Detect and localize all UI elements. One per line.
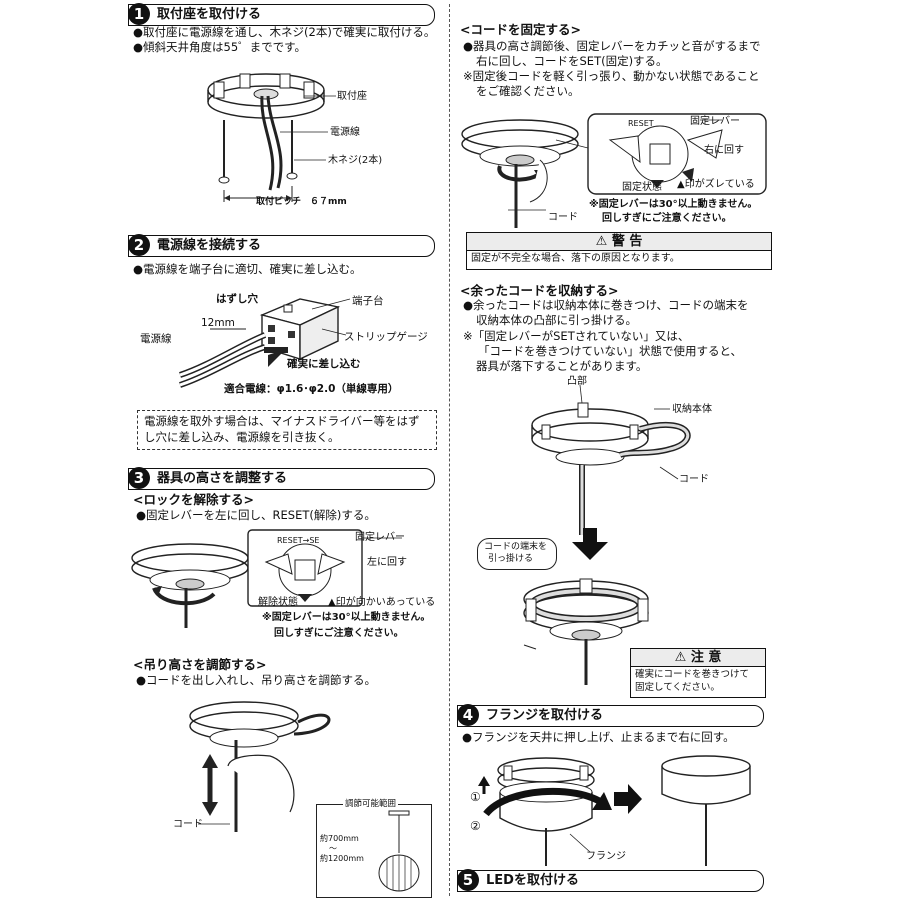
hook-callout-2: 引っ掛ける	[488, 554, 534, 564]
label-convex: 凸部	[567, 376, 587, 387]
label-marks-off: ▲印がズレている	[677, 179, 755, 190]
label-fix-lever: 固定レバー	[690, 116, 740, 127]
warning-title: ⚠ 警 告	[467, 233, 771, 251]
step1-line-2: ●傾斜天井角度は55゜までです。	[133, 40, 307, 54]
fix-cord-line-3: ※固定後コードを軽く引っ張り、動かない状態であること	[463, 69, 760, 83]
label-unlock-lever: 固定レバー	[355, 532, 405, 543]
note-line-1: 電源線を取外す場合は、マイナスドライバー等をはず	[144, 414, 420, 428]
store-line-4: 「コードを巻きつけていない」状態で使用すると、	[478, 344, 743, 358]
fix-cord-heading: <コードを固定する>	[460, 22, 581, 37]
step-number-badge: 3	[128, 467, 150, 489]
range-max: 約1200mm	[320, 854, 364, 863]
label-pitch: 取付ピッチ ６７mm	[256, 197, 347, 207]
base-mount-illustration	[207, 73, 336, 202]
store-line-5: 器具が落下することがあります。	[476, 359, 648, 373]
unlock-illustration	[131, 529, 402, 628]
label-released: 解除状態	[258, 597, 298, 608]
fix-cord-line-2: 右に回し、コードをSET(固定)する。	[476, 54, 668, 68]
step-title: 電源線を接続する	[157, 238, 262, 253]
label-base: 取付座	[337, 91, 367, 102]
caution-line-1: 確実にコードを巻きつけて	[635, 669, 750, 680]
fix-note-2: 回しすぎにご注意ください。	[602, 213, 732, 224]
fix-reset-text: RESET	[628, 119, 654, 128]
label-store-cord: コード	[679, 474, 709, 485]
warning-text: 固定が不完全な場合、落下の原因となります。	[471, 253, 680, 264]
label-wire-spec: 適合電線：φ1.6･φ2.0（単線専用）	[224, 383, 399, 395]
fix-note-1: ※固定レバーは30°以上動きません。	[589, 199, 758, 210]
label-terminal: 端子台	[352, 295, 384, 307]
remove-wire-note: 電源線を取外す場合は、マイナスドライバー等をはず し穴に差し込み、電源線を引き抜…	[137, 410, 437, 450]
label-strip-gauge: ストリップゲージ	[344, 331, 428, 343]
label-marks-face: ▲印が向かいあっている	[328, 597, 436, 608]
label-wire: 電源線	[330, 127, 360, 138]
unlock-note-1: ※固定レバーは30°以上動きません。	[262, 612, 431, 623]
caution-box: ⚠ 注 意 確実にコードを巻きつけて 固定してください。	[630, 648, 766, 698]
label-fix-cord: コード	[548, 212, 578, 223]
store-line-1: ●余ったコードは収納本体に巻きつけ、コードの端末を	[463, 298, 749, 312]
hook-callout: コードの端末を 引っ掛ける	[477, 538, 557, 570]
unlock-heading: <ロックを解除する>	[133, 492, 254, 507]
range-tilde: ～	[329, 844, 337, 853]
step-number-badge: 4	[457, 704, 479, 726]
step4-header: 4 フランジを取付ける	[457, 704, 764, 727]
step-title: 取付座を取付ける	[157, 7, 262, 22]
note-line-2: し穴に差し込み、電源線を引き抜く。	[144, 430, 340, 444]
step2-line: ●電源線を端子台に適切、確実に差し込む。	[133, 262, 362, 276]
unlock-reset-text: RESET→SE	[277, 536, 320, 545]
label-fixed-state: 固定状態	[622, 182, 662, 193]
step1-line-1: ●取付座に電源線を通し、木ネジ(2本)で確実に取付ける。	[133, 25, 436, 39]
step4-line: ●フランジを天井に押し上げ、止まるまで右に回す。	[462, 730, 735, 744]
label-screw: 木ネジ(2本)	[328, 155, 383, 166]
store-cord-illustration-bottom	[523, 578, 649, 685]
step2-header: 2 電源線を接続する	[128, 234, 435, 257]
unlock-note-2: 回しすぎにご注意ください。	[274, 628, 404, 639]
label-insert: 確実に差し込む	[287, 358, 361, 370]
label-flange: フランジ	[586, 851, 626, 862]
down-arrow	[572, 528, 608, 560]
caution-line-2: 固定してください。	[635, 682, 720, 693]
label-circle-1: ①	[470, 790, 481, 804]
height-line: ●コードを出し入れし、吊り高さを調節する。	[136, 673, 377, 687]
warning-box: ⚠ 警 告 固定が不完全な場合、落下の原因となります。	[466, 232, 772, 270]
range-min: 約700mm	[320, 834, 359, 843]
step-title: 器具の高さを調整する	[157, 471, 288, 486]
store-cord-heading: <余ったコードを収納する>	[460, 283, 619, 298]
step-title: フランジを取付ける	[486, 708, 604, 723]
label-12mm: 12mm	[201, 317, 235, 329]
step1-header: 1 取付座を取付ける	[128, 3, 435, 26]
label-power-wire: 電源線	[140, 333, 172, 345]
label-turn-right: 右に回す	[704, 145, 744, 156]
column-divider	[449, 4, 450, 896]
fix-cord-line-1: ●器具の高さ調節後、固定レバーをカチッと音がするまで	[463, 39, 761, 53]
height-heading: <吊り高さを調節する>	[133, 657, 267, 672]
flange-install-illustration	[478, 755, 751, 866]
label-turn-left: 左に回す	[367, 557, 407, 568]
pendant-lamp-illustration	[378, 810, 420, 892]
step5-header: 5 LEDを取付ける	[457, 869, 764, 892]
label-release-hole: はずし穴	[216, 293, 258, 305]
step-title: LEDを取付ける	[486, 873, 579, 888]
step-number-badge: 2	[128, 234, 150, 256]
fix-cord-illustration	[461, 113, 767, 228]
label-circle-2: ②	[470, 819, 481, 833]
label-storage-body: 収納本体	[672, 404, 712, 415]
range-title: 調節可能範囲	[343, 799, 399, 810]
store-line-3: ※「固定レバーがSETされていない」又は、	[463, 329, 690, 343]
caution-title: ⚠ 注 意	[631, 649, 765, 667]
terminal-block-illustration	[179, 298, 351, 388]
hook-callout-1: コードの端末を	[484, 542, 548, 552]
height-adjust-illustration	[189, 701, 331, 832]
step3-header: 3 器具の高さを調整する	[128, 467, 435, 490]
store-cord-illustration-top	[531, 384, 691, 535]
unlock-line: ●固定レバーを左に回し、RESET(解除)する。	[136, 508, 376, 522]
step-number-badge: 1	[128, 3, 150, 25]
fix-cord-line-4: をご確認ください。	[476, 84, 580, 98]
label-height-cord: コード	[173, 819, 203, 830]
adjust-range-box: 調節可能範囲 約700mm ～ 約1200mm	[316, 799, 432, 898]
store-line-2: 収納本体の凸部に引っ掛ける。	[476, 313, 637, 327]
step-number-badge: 5	[457, 869, 479, 891]
